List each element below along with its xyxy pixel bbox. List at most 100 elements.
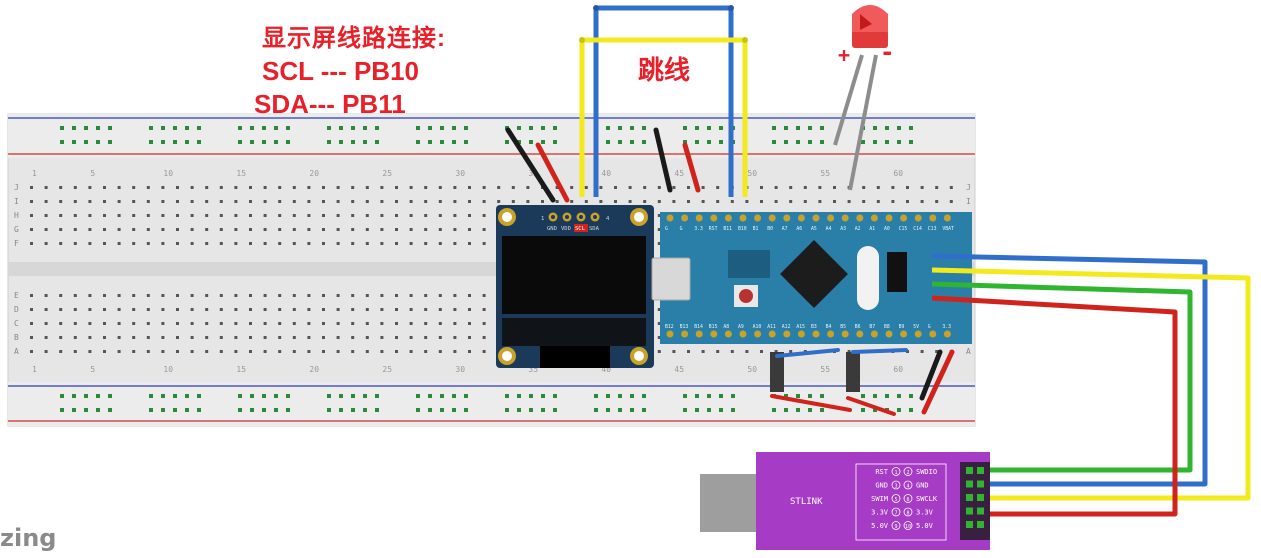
terminal-hole — [263, 186, 267, 189]
terminal-hole — [219, 242, 223, 245]
stm32-pin-label: VBAT — [942, 226, 954, 232]
terminal-hole — [117, 294, 121, 297]
terminal-hole — [103, 308, 106, 311]
terminal-hole — [161, 186, 165, 189]
terminal-hole — [176, 200, 179, 203]
terminal-hole — [117, 214, 121, 217]
oled-pin-number: 4 — [606, 216, 610, 222]
terminal-hole — [292, 336, 296, 339]
rail-hole — [529, 140, 533, 144]
terminal-hole — [234, 200, 238, 203]
stm32-pin-label: C14 — [913, 226, 922, 232]
terminal-hole — [438, 214, 442, 217]
rail-hole — [250, 394, 254, 398]
rail-hole — [594, 394, 598, 398]
terminal-hole — [468, 322, 471, 325]
terminal-hole — [336, 308, 340, 311]
rail-hole — [784, 126, 788, 130]
rail-hole — [683, 140, 687, 144]
stlink-header-pin — [977, 494, 984, 501]
terminal-hole — [584, 200, 588, 203]
rail-hole — [630, 394, 634, 398]
stlink-header-pin — [977, 467, 984, 474]
terminal-hole — [103, 294, 106, 297]
terminal-hole — [351, 294, 355, 297]
terminal-hole — [409, 200, 413, 203]
terminal-hole — [146, 350, 150, 353]
wire-black-oled-gnd — [505, 127, 556, 203]
rail-hole — [72, 126, 76, 130]
terminal-hole — [132, 214, 136, 217]
rail-hole — [197, 408, 201, 412]
terminal-hole — [555, 186, 559, 189]
stm32-pin-label: B11 — [723, 226, 732, 232]
led-leg-cathode — [848, 54, 878, 191]
terminal-hole — [395, 322, 398, 325]
stm32-pin — [666, 214, 674, 222]
terminal-hole — [263, 214, 267, 217]
rail-hole — [274, 126, 278, 130]
terminal-hole — [322, 336, 325, 339]
rail-hole — [796, 126, 800, 130]
terminal-hole — [117, 228, 121, 231]
stm32-pin-label: B0 — [767, 226, 773, 232]
terminal-hole — [453, 214, 457, 217]
terminal-hole — [59, 228, 63, 231]
rail-hole — [683, 394, 687, 398]
row-letter: A — [966, 347, 971, 356]
wire-red-button-2 — [846, 396, 896, 416]
oled-pin-number: 1 — [541, 216, 544, 222]
terminal-hole — [205, 228, 209, 231]
terminal-hole — [117, 200, 121, 203]
terminal-hole — [190, 228, 194, 231]
stm32-pin — [724, 214, 732, 222]
terminal-hole — [88, 200, 92, 203]
terminal-hole — [526, 186, 530, 189]
rail-hole — [695, 394, 699, 398]
terminal-hole — [59, 242, 63, 245]
terminal-hole — [161, 350, 165, 353]
terminal-hole — [614, 186, 617, 189]
column-number: 30 — [455, 169, 465, 178]
terminal-hole — [351, 200, 355, 203]
terminal-hole — [219, 294, 223, 297]
terminal-hole — [103, 228, 106, 231]
rail-hole — [72, 140, 76, 144]
rail-hole — [464, 394, 468, 398]
terminal-hole — [30, 322, 33, 325]
terminal-hole — [424, 294, 428, 297]
terminal-hole — [161, 214, 165, 217]
terminal-hole — [351, 242, 355, 245]
terminal-hole — [176, 186, 179, 189]
terminal-hole — [322, 186, 325, 189]
rail-hole — [820, 394, 824, 398]
column-number: 20 — [309, 365, 319, 374]
row-letter: A — [14, 347, 19, 356]
terminal-hole — [468, 336, 471, 339]
terminal-hole — [453, 322, 457, 325]
stm32-pin — [885, 330, 893, 338]
stlink-left-label: 3.3V — [871, 509, 889, 517]
terminal-hole — [73, 200, 77, 203]
terminal-hole — [833, 200, 836, 203]
rail-hole — [416, 408, 420, 412]
rail-hole — [784, 140, 788, 144]
led-base — [852, 30, 888, 48]
annotation-title: 显示屏线路连接: — [262, 25, 446, 52]
terminal-hole — [234, 186, 238, 189]
terminal-hole — [380, 336, 384, 339]
terminal-hole — [219, 350, 223, 353]
terminal-hole — [205, 350, 209, 353]
terminal-hole — [132, 242, 136, 245]
column-number: 25 — [382, 365, 392, 374]
stm32-pin-label: G — [928, 324, 931, 330]
rail-hole — [149, 126, 153, 130]
terminal-hole — [438, 294, 442, 297]
wire-black-stm-gnd — [653, 127, 673, 193]
regulator — [887, 252, 907, 292]
terminal-hole — [336, 322, 340, 325]
rail-hole — [108, 394, 112, 398]
terminal-hole — [745, 200, 749, 203]
terminal-hole — [263, 228, 267, 231]
